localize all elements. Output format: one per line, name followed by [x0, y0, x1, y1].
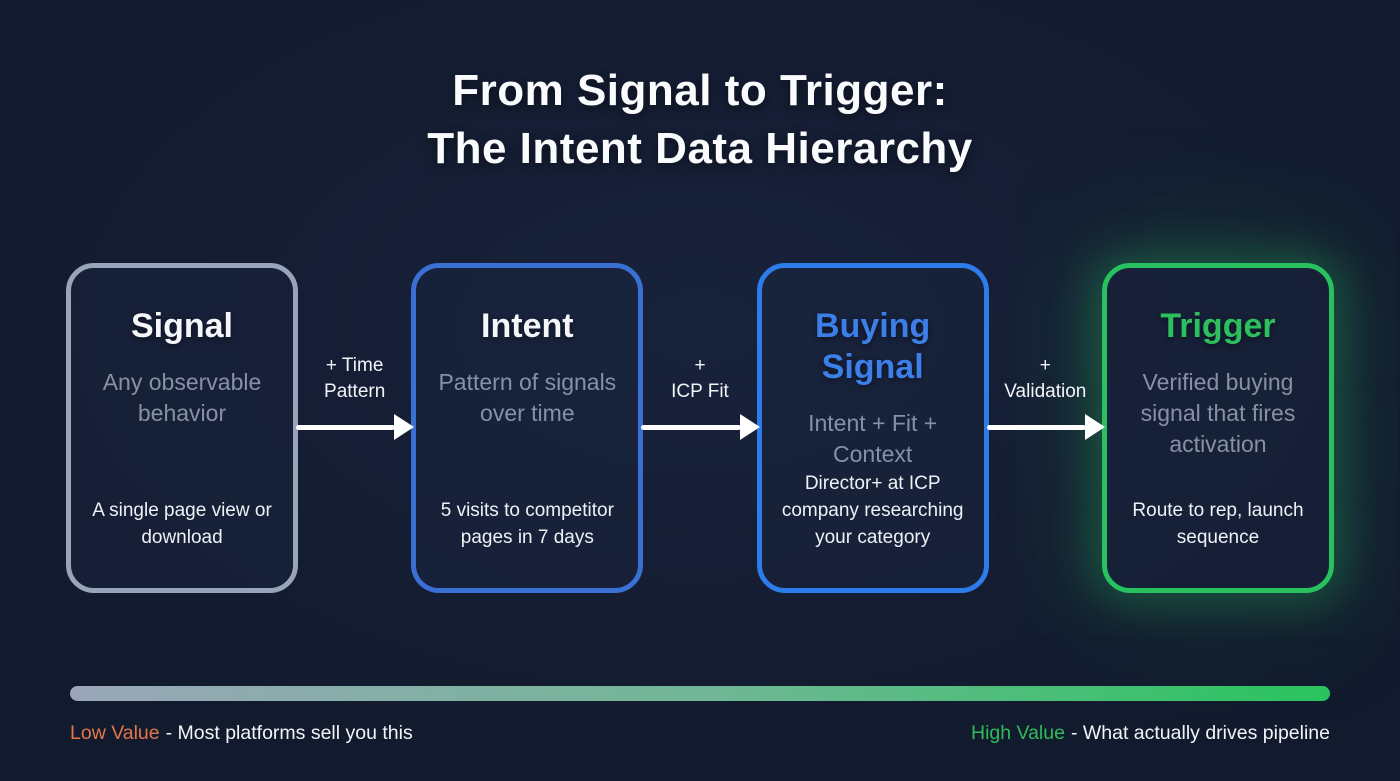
arrow-head: [739, 414, 760, 440]
arrow-line: [296, 424, 396, 430]
card-buying-signal-subtitle: Intent + Fit + Context: [808, 409, 938, 467]
card-intent-description: 5 visits to competitor pages in 7 days: [440, 500, 614, 549]
arrow-label-line2: Validation: [1004, 380, 1087, 402]
card-signal-title: Signal: [130, 307, 234, 345]
card-intent-subtitle: Pattern of signals over time: [438, 368, 617, 426]
page-title-line2: The Intent Data Hierarchy: [427, 124, 973, 174]
arrow-head: [1084, 414, 1105, 440]
page-title: From Signal to Trigger: The Intent Data …: [0, 62, 1400, 178]
arrow-label-line2: Pattern: [324, 380, 386, 402]
high-value-accent: High Value: [971, 722, 1065, 744]
value-scale: Low Value - Most platforms sell you this…: [70, 686, 1330, 745]
card-signal-subtitle: Any observable behavior: [102, 368, 262, 426]
value-scale-labels: Low Value - Most platforms sell you this…: [70, 722, 1330, 745]
arrow-label-time-pattern: + Time Pattern: [286, 353, 423, 404]
arrow-line: [641, 424, 741, 430]
arrow-label-icp-fit: + ICP Fit: [631, 353, 768, 404]
connector-time-pattern: + Time Pattern: [296, 263, 415, 593]
arrow-label-line2: ICP Fit: [671, 380, 729, 402]
value-gradient-bar: [70, 686, 1330, 701]
card-intent-title: Intent: [481, 307, 574, 345]
card-intent: Intent Pattern of signals over time 5 vi…: [411, 263, 644, 593]
high-value-text: - What actually drives pipeline: [1070, 722, 1330, 744]
card-buying-signal-title: Buying Signal: [815, 307, 931, 386]
card-trigger: Trigger Verified buying signal that fire…: [1101, 263, 1334, 593]
right-arrow-icon: [641, 414, 760, 440]
arrow-line: [986, 424, 1086, 430]
card-trigger-subtitle: Verified buying signal that fires activa…: [1140, 368, 1296, 457]
connector-validation: + Validation: [986, 263, 1105, 593]
low-value-label: Low Value - Most platforms sell you this: [70, 722, 413, 745]
flow-diagram: Signal Any observable behavior A single …: [66, 263, 1334, 593]
card-buying-signal: Buying Signal Intent + Fit + Context Dir…: [756, 263, 989, 593]
page-title-line1: From Signal to Trigger:: [452, 66, 948, 115]
arrow-label-line1: +: [1039, 355, 1051, 376]
low-value-accent: Low Value: [70, 722, 160, 744]
arrow-label-validation: + Validation: [977, 353, 1114, 404]
card-buying-signal-description: Director+ at ICP company researching you…: [781, 473, 964, 549]
low-value-text: - Most platforms sell you this: [165, 722, 413, 744]
card-trigger-title: Trigger: [1160, 307, 1276, 345]
right-arrow-icon: [296, 414, 415, 440]
card-signal: Signal Any observable behavior A single …: [66, 263, 298, 593]
connector-icp-fit: + ICP Fit: [641, 263, 760, 593]
arrow-label-line1: + Time: [325, 355, 384, 376]
right-arrow-icon: [986, 414, 1105, 440]
arrow-head: [394, 414, 415, 440]
high-value-label: High Value - What actually drives pipeli…: [971, 722, 1330, 745]
card-trigger-description: Route to rep, launch sequence: [1132, 500, 1304, 549]
arrow-label-line1: +: [694, 355, 706, 376]
card-signal-description: A single page view or download: [92, 500, 272, 549]
